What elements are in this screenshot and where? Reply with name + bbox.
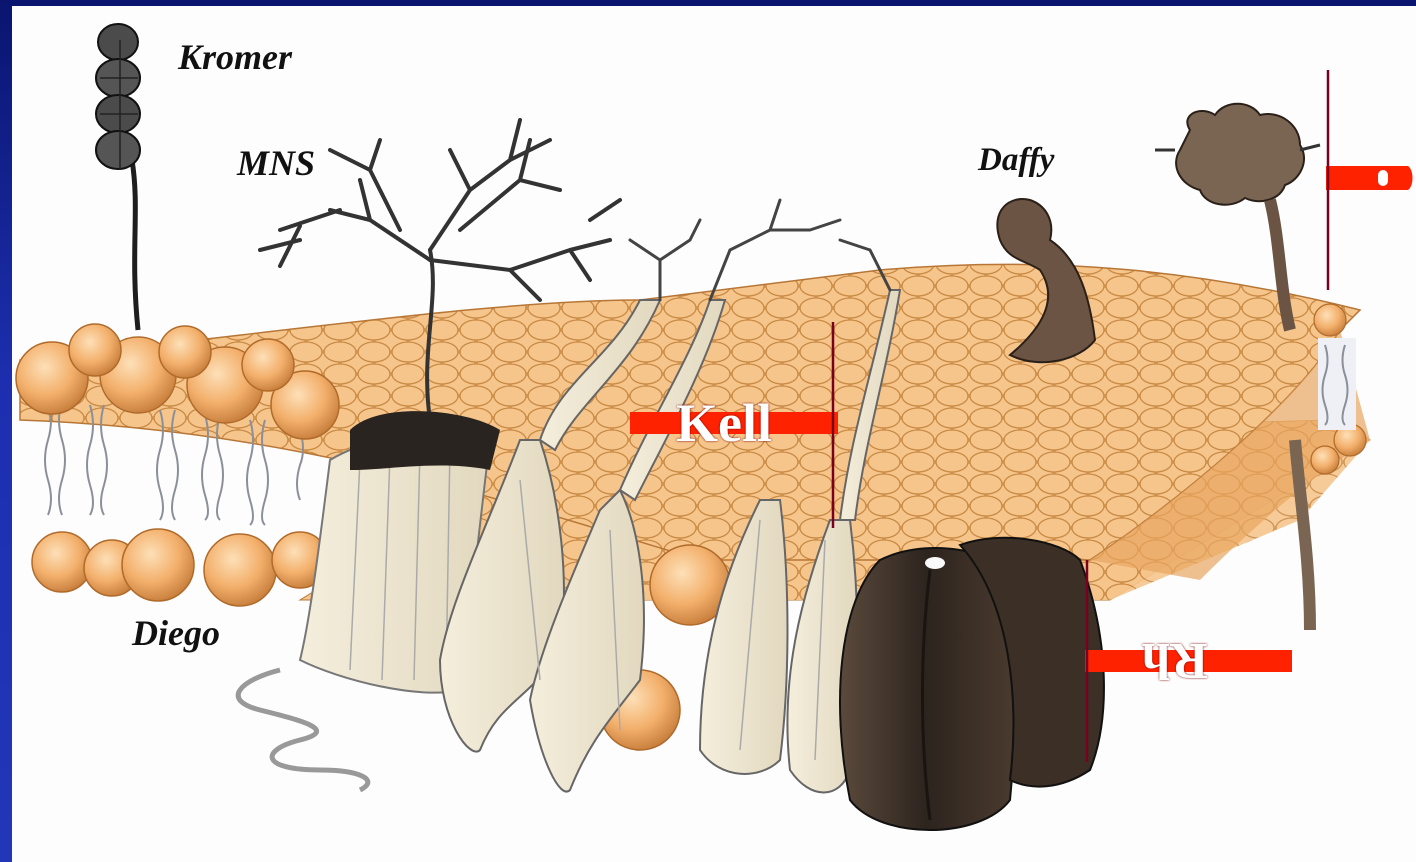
kromer-protein: [96, 24, 140, 330]
right-edge-heads: [1311, 304, 1366, 474]
rh-protein: [840, 538, 1104, 830]
top-right-arrow: [1326, 70, 1413, 290]
label-rh: Rh: [1142, 632, 1208, 688]
label-daffy: Daffy: [978, 142, 1054, 179]
label-kell: Kell: [676, 393, 772, 453]
label-mns: MNS: [237, 142, 315, 184]
label-kromer: Kromer: [178, 36, 292, 78]
label-diego: Diego: [132, 612, 220, 654]
